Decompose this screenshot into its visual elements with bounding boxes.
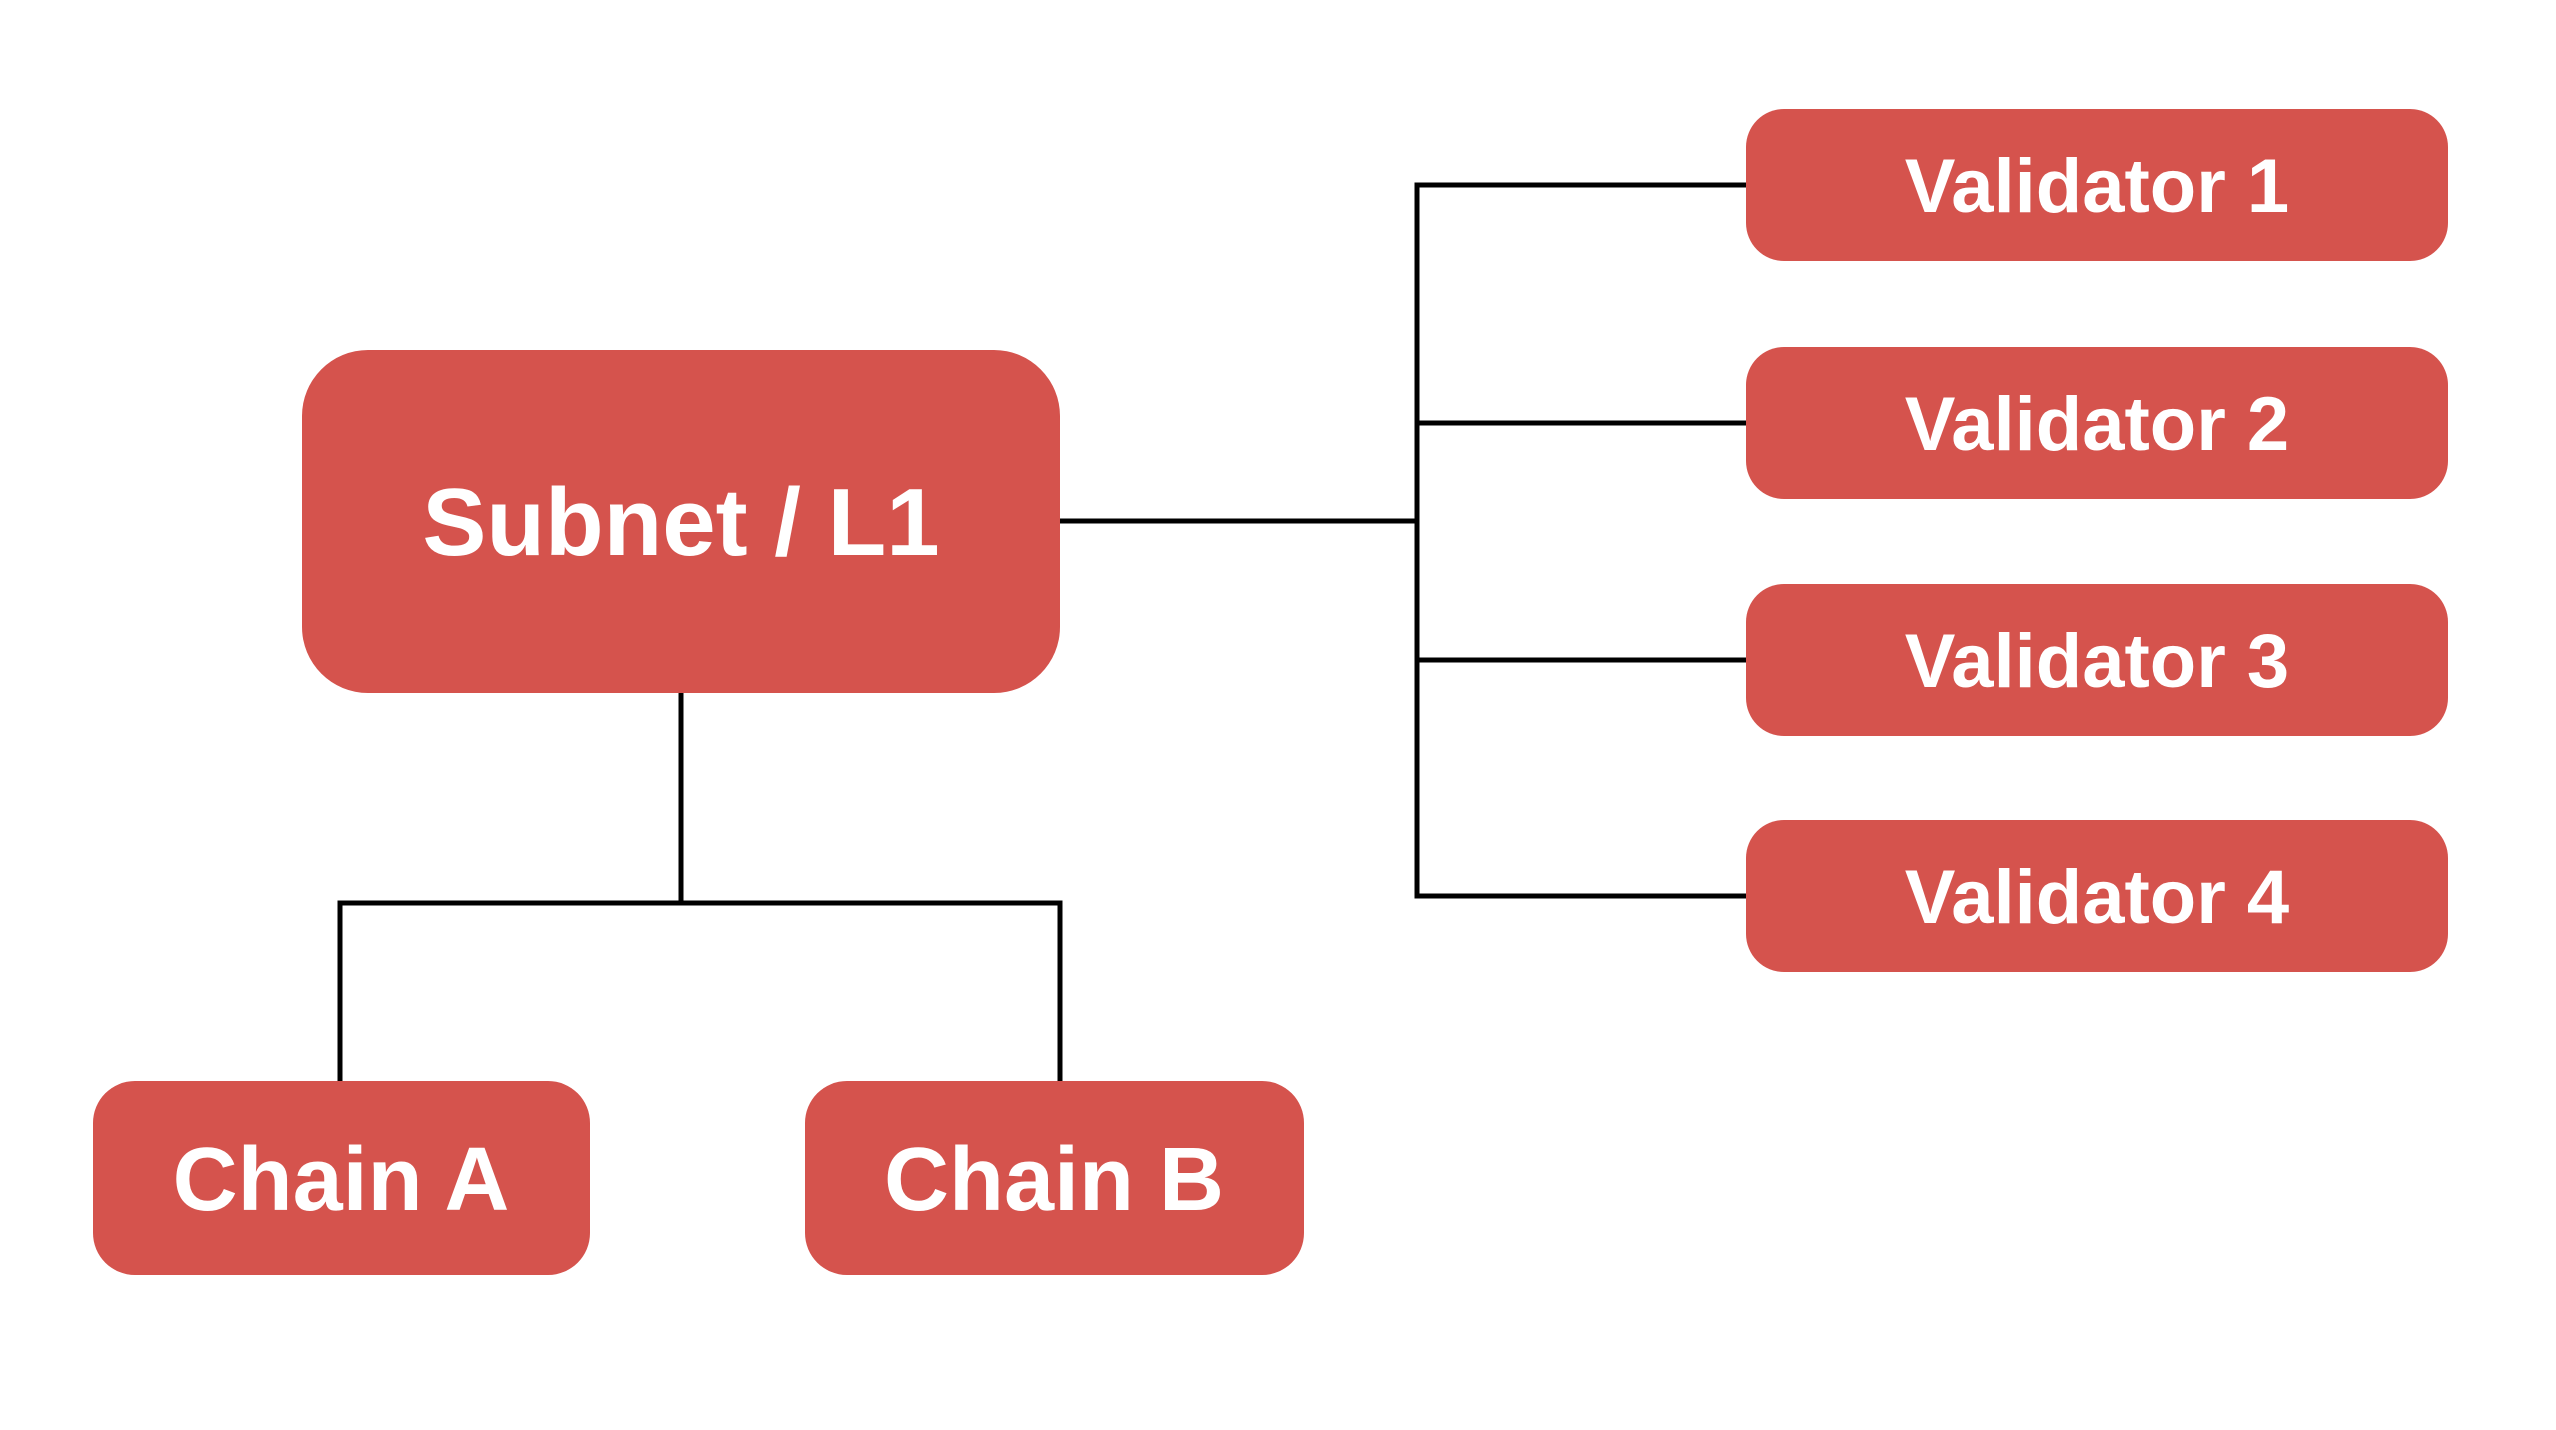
- node-validator-1[interactable]: Validator 1: [1746, 109, 2448, 261]
- node-validator-1-box[interactable]: [1746, 109, 2448, 261]
- node-validator-2-label: Validator 2: [1905, 382, 2289, 467]
- node-validator-2[interactable]: Validator 2: [1746, 347, 2448, 499]
- node-validator-4-box[interactable]: [1746, 820, 2448, 972]
- node-chain-b-label: Chain B: [884, 1130, 1224, 1230]
- connectors: [337, 182, 1746, 1081]
- node-validator-3-box[interactable]: [1746, 584, 2448, 736]
- node-chain-b[interactable]: Chain B: [805, 1081, 1304, 1275]
- node-chain-a[interactable]: Chain A: [93, 1081, 590, 1275]
- node-validator-3[interactable]: Validator 3: [1746, 584, 2448, 736]
- node-validator-3-label: Validator 3: [1905, 619, 2289, 704]
- node-chain-a-box[interactable]: [93, 1081, 590, 1275]
- node-validator-4[interactable]: Validator 4: [1746, 820, 2448, 972]
- node-subnet-l1[interactable]: Subnet / L1: [302, 350, 1060, 693]
- node-chain-b-box[interactable]: [805, 1081, 1304, 1275]
- node-validator-2-box[interactable]: [1746, 347, 2448, 499]
- node-subnet-l1-box[interactable]: [302, 350, 1060, 693]
- node-subnet-l1-label: Subnet / L1: [422, 469, 939, 576]
- node-validator-4-label: Validator 4: [1905, 855, 2289, 940]
- node-validator-1-label: Validator 1: [1905, 144, 2289, 229]
- node-chain-a-label: Chain A: [173, 1130, 510, 1230]
